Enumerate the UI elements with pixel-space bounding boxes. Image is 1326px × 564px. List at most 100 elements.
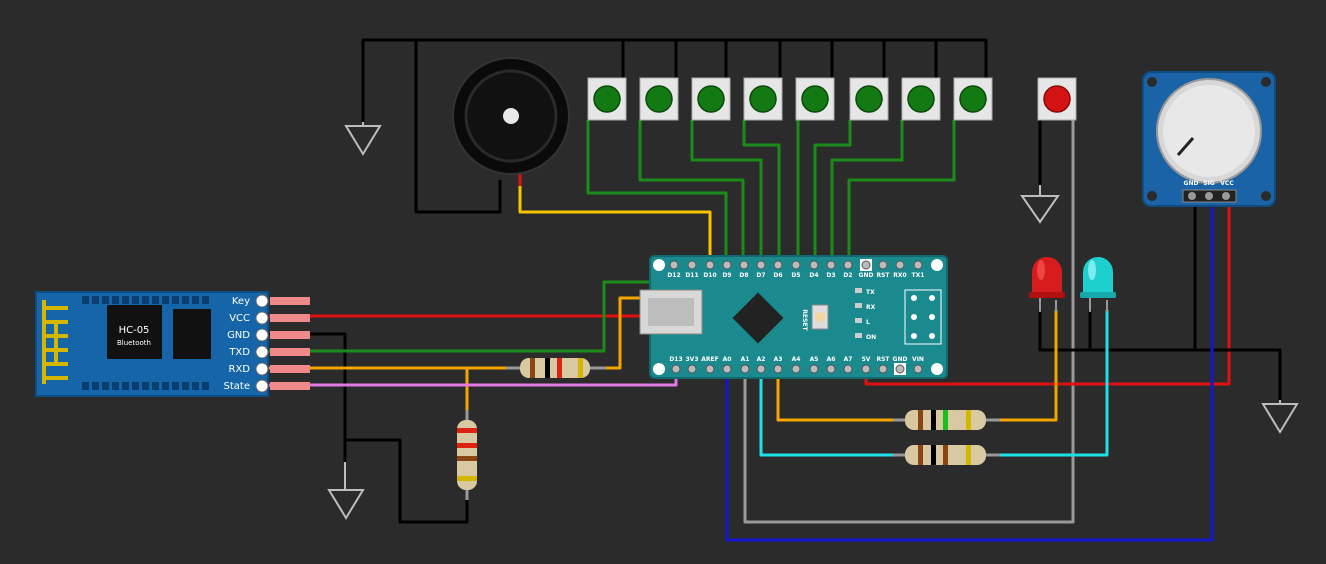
green-pushbutton[interactable] bbox=[743, 77, 783, 121]
nano-pin[interactable] bbox=[669, 260, 679, 270]
green-pushbutton[interactable] bbox=[795, 77, 835, 121]
nano-pin[interactable] bbox=[861, 260, 871, 270]
hc05-pin-label: Key bbox=[232, 296, 250, 307]
nano-pin[interactable] bbox=[809, 364, 819, 374]
hc05-pin[interactable] bbox=[255, 345, 269, 359]
nano-pin[interactable] bbox=[913, 260, 923, 270]
nano-pin[interactable] bbox=[809, 260, 819, 270]
resistor-rxd-divider[interactable] bbox=[457, 410, 477, 500]
nano-pin-label: 3V3 bbox=[686, 356, 699, 363]
cyan-led[interactable] bbox=[1080, 257, 1116, 312]
buzzer[interactable] bbox=[452, 57, 570, 175]
potentiometer[interactable]: GND SIG VCC bbox=[1142, 71, 1276, 207]
nano-pin[interactable] bbox=[895, 260, 905, 270]
pushbuttons bbox=[587, 77, 993, 121]
wire-green-btn8[interactable] bbox=[847, 120, 956, 262]
nano-pin-label: D5 bbox=[791, 272, 800, 279]
hc05-header-pin bbox=[270, 314, 310, 322]
nano-pin[interactable] bbox=[722, 364, 732, 374]
nano-pin[interactable] bbox=[740, 364, 750, 374]
nano-pin[interactable] bbox=[913, 364, 923, 374]
hc05-pin-label: RXD bbox=[229, 364, 251, 375]
resistor-cyan-led[interactable] bbox=[893, 445, 1000, 465]
nano-pin-label: D10 bbox=[703, 272, 716, 279]
wire-green-btn2[interactable] bbox=[638, 120, 745, 262]
nano-pin[interactable] bbox=[895, 364, 905, 374]
nano-pin[interactable] bbox=[671, 364, 681, 374]
nano-pin[interactable] bbox=[773, 260, 783, 270]
nano-pin[interactable] bbox=[791, 364, 801, 374]
wire-green-btn1[interactable] bbox=[586, 120, 728, 262]
hc05-pin[interactable] bbox=[255, 294, 269, 308]
wire-cyan-a2[interactable] bbox=[759, 310, 1109, 457]
nano-pin-label: D2 bbox=[843, 272, 852, 279]
nano-pin[interactable] bbox=[705, 364, 715, 374]
hc05-header-pin bbox=[270, 365, 310, 373]
hc05-pin[interactable] bbox=[255, 379, 269, 393]
nano-pin[interactable] bbox=[878, 260, 888, 270]
wire-black-buzzer[interactable] bbox=[414, 40, 502, 214]
nano-pin-label: VIN bbox=[912, 356, 924, 363]
nano-pin-label: A1 bbox=[741, 356, 750, 363]
resistor-red-led[interactable] bbox=[893, 410, 1000, 430]
nano-pin[interactable] bbox=[843, 364, 853, 374]
green-pushbutton[interactable] bbox=[953, 77, 993, 121]
nano-pin-label: D8 bbox=[739, 272, 748, 279]
hc05-header-pin bbox=[270, 297, 310, 305]
wire-gray-red-button[interactable] bbox=[743, 120, 1075, 524]
nano-pin[interactable] bbox=[722, 260, 732, 270]
nano-pin[interactable] bbox=[843, 260, 853, 270]
hc05-pin[interactable] bbox=[255, 362, 269, 376]
green-pushbutton[interactable] bbox=[901, 77, 941, 121]
pot-pin-label: GND bbox=[1184, 180, 1199, 187]
nano-pin[interactable] bbox=[739, 260, 749, 270]
nano-pin-label: RX0 bbox=[893, 272, 906, 279]
nano-pin[interactable] bbox=[756, 260, 766, 270]
nano-pin[interactable] bbox=[826, 260, 836, 270]
hc05-pin-label: TXD bbox=[228, 347, 250, 358]
nano-reset-label: RESET bbox=[801, 309, 808, 331]
green-pushbutton[interactable] bbox=[849, 77, 889, 121]
hc05-pin-label: GND bbox=[227, 330, 250, 341]
nano-pin-label: TX1 bbox=[912, 272, 925, 279]
pot-pin-label: SIG bbox=[1203, 180, 1215, 187]
nano-pin[interactable] bbox=[878, 364, 888, 374]
nano-pin[interactable] bbox=[687, 364, 697, 374]
nano-pin[interactable] bbox=[791, 260, 801, 270]
green-pushbutton[interactable] bbox=[691, 77, 731, 121]
hc05-header-pin bbox=[270, 348, 310, 356]
ground-symbol bbox=[1020, 185, 1060, 224]
nano-pin[interactable] bbox=[826, 364, 836, 374]
wire-green-btn4[interactable] bbox=[742, 120, 781, 262]
green-pushbutton[interactable] bbox=[587, 77, 627, 121]
wire-black-gnd[interactable] bbox=[262, 332, 469, 524]
red-pushbutton[interactable] bbox=[1037, 77, 1077, 121]
wire-black-led-gnd[interactable] bbox=[1038, 310, 1282, 400]
wire-orange-a3[interactable] bbox=[776, 310, 1058, 422]
wire-green-btn6[interactable] bbox=[813, 120, 852, 262]
nano-pin-label: RST bbox=[876, 272, 890, 279]
wire-green-btn3[interactable] bbox=[690, 120, 763, 262]
hc05-pin[interactable] bbox=[255, 328, 269, 342]
hc05-pin-label: VCC bbox=[229, 313, 250, 324]
red-led[interactable] bbox=[1029, 257, 1065, 312]
resistor-rxd-series[interactable] bbox=[506, 358, 606, 378]
ground-symbol bbox=[1261, 400, 1299, 434]
nano-pin[interactable] bbox=[773, 364, 783, 374]
nano-pin[interactable] bbox=[756, 364, 766, 374]
nano-pin[interactable] bbox=[687, 260, 697, 270]
ground-symbol bbox=[344, 122, 382, 156]
hc05-pin[interactable] bbox=[255, 311, 269, 325]
nano-pin[interactable] bbox=[861, 364, 871, 374]
wire-blue-sig[interactable] bbox=[725, 200, 1214, 542]
green-pushbutton[interactable] bbox=[639, 77, 679, 121]
nano-pin-label: GND bbox=[893, 356, 908, 363]
wire-black-button-drop[interactable] bbox=[621, 40, 938, 80]
nano-pin[interactable] bbox=[705, 260, 715, 270]
wire-yellow-buzzer[interactable] bbox=[518, 180, 712, 262]
wire-green-btn7[interactable] bbox=[830, 120, 904, 262]
